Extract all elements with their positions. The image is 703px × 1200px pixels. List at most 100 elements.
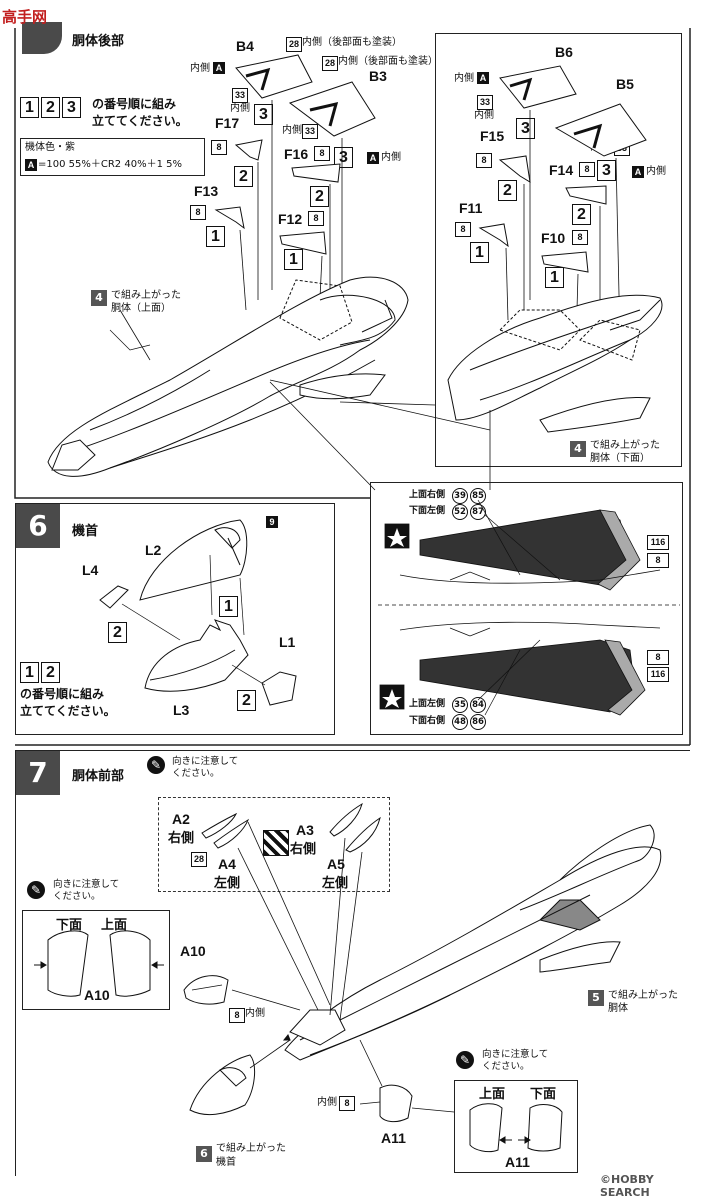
decal-8-upper: 8 (647, 553, 669, 568)
seq-3-b3: 3 (334, 147, 353, 168)
part-f16: F16 (284, 146, 309, 162)
decal-upper-left: 上面左側 (409, 699, 446, 709)
part-a5: A5 (327, 856, 345, 872)
decal-lower-right: 下面右側 (409, 716, 446, 726)
a10-bottom-label: 下面 (56, 918, 83, 933)
b3-inner-label2: 内側 (381, 152, 401, 163)
subassembly-6: 6 (196, 1146, 212, 1162)
a10-orientation-box (22, 910, 170, 1010)
part-f12: F12 (278, 211, 303, 227)
decal-8-f10: 8 (572, 230, 588, 245)
direction-note-top-1: 向きに注意して (172, 756, 239, 767)
direction-note-top-2: ください。 (172, 768, 220, 779)
decal-116-lower: 116 (647, 667, 669, 682)
step5-number-badge (22, 22, 62, 54)
seq-3-b4: 3 (254, 104, 273, 125)
b4-color-a: A (213, 62, 225, 74)
a11-top-label: 上面 (479, 1087, 506, 1102)
decal-116-upper: 116 (647, 535, 669, 550)
color-code-a: A (25, 159, 37, 171)
seq-2-f15: 2 (498, 180, 517, 201)
seq-2-f16: 2 (310, 186, 329, 207)
part-f11: F11 (459, 200, 483, 216)
seq-2-f14: 2 (572, 204, 591, 225)
order-note-line1: の番号順に組み (92, 97, 177, 111)
part-f17: F17 (215, 115, 240, 131)
fuselage-note-1: で組み上がった (608, 990, 678, 1001)
step6-title: 機首 (72, 524, 99, 539)
color-spec-box: 機体色・紫 A =100 55%＋CR2 40%＋1 5% (20, 138, 205, 176)
decal-85: 85 (470, 488, 486, 504)
part-a11: A11 (381, 1130, 406, 1146)
decal-52: 52 (452, 504, 468, 520)
subassembly-5: 5 (588, 990, 604, 1006)
subassembly-4-upper: 4 (91, 290, 107, 306)
decal-39: 39 (452, 488, 468, 504)
part-a4: A4 (218, 856, 236, 872)
decal-28-b3-note: 内側（後部面も塗装） (338, 56, 438, 67)
watermark-top: 高手网 (2, 8, 48, 26)
order-number-3: 3 (62, 97, 81, 118)
decal-87: 87 (470, 504, 486, 520)
a10-inner-label: 内側 (245, 1008, 265, 1019)
decal-28-a2: 28 (191, 852, 207, 867)
flip-icon (263, 830, 289, 856)
lower-note-1: で組み上がった (590, 440, 660, 451)
decal-lower-left: 下面左側 (409, 506, 446, 516)
part-l1: L1 (279, 634, 296, 650)
b3-inner-label: 内側 (282, 125, 302, 136)
decal-9: 9 (266, 516, 278, 528)
seq-1-f11: 1 (470, 242, 489, 263)
caution-icon-left: ✎ (27, 881, 45, 899)
a11-bottom-label: 下面 (530, 1087, 557, 1102)
caution-icon-top: ✎ (147, 756, 165, 774)
seq-2-l4: 2 (108, 622, 127, 643)
step5-title: 胴体後部 (72, 34, 125, 49)
seq-1-f13: 1 (206, 226, 225, 247)
a11-box-label: A11 (505, 1154, 530, 1170)
step6-frame (15, 503, 335, 735)
part-f14: F14 (549, 162, 574, 178)
decal-28-b4-note: 内側（後部面も塗装） (302, 37, 402, 48)
part-b6: B6 (555, 44, 573, 60)
fuselage-note-2: 胴体 (608, 1003, 628, 1014)
direction-note-left-2: ください。 (53, 891, 101, 902)
part-l2: L2 (145, 542, 162, 558)
decal-84: 84 (470, 697, 486, 713)
color-formula: =100 55%＋CR2 40%＋1 5% (38, 159, 182, 170)
decal-8-f13: 8 (190, 205, 206, 220)
order-note-line2: 立ててください。 (92, 114, 188, 128)
upper-note-1: で組み上がった (111, 290, 181, 301)
a2-right: 右側 (168, 830, 195, 845)
b6-inner-label: 内側 (454, 73, 474, 84)
part-b3: B3 (369, 68, 387, 84)
decal-upper-right: 上面右側 (409, 490, 446, 500)
b3-color-a: A (367, 152, 379, 164)
decal-35: 35 (452, 697, 468, 713)
decal-8-f11: 8 (455, 222, 471, 237)
nose-note-2: 機首 (216, 1157, 236, 1168)
a10-box-label: A10 (84, 987, 110, 1003)
seq-2-l1: 2 (237, 690, 256, 711)
part-f13: F13 (194, 183, 219, 199)
a-parts-dashed-box (158, 797, 390, 892)
order-number-1: 1 (20, 97, 39, 118)
decal-8-f14: 8 (579, 162, 595, 177)
order6-number-2: 2 (41, 662, 60, 683)
order6-note-line1: の番号順に組み (20, 687, 105, 701)
decal-28-b3: 28 (322, 56, 338, 71)
decal-28-b4: 28 (286, 37, 302, 52)
a4-left: 左側 (214, 875, 241, 890)
part-l4: L4 (82, 562, 99, 578)
decal-33-b4: 33 (232, 88, 248, 103)
part-f10: F10 (541, 230, 566, 246)
decal-33-b3: 33 (302, 124, 318, 139)
part-a10: A10 (180, 943, 206, 959)
b4-33-inner-label: 内側 (230, 103, 250, 114)
step7-frame (15, 750, 690, 1176)
b4-inner-label: 内側 (190, 63, 210, 74)
decal-8-f12: 8 (308, 211, 324, 226)
